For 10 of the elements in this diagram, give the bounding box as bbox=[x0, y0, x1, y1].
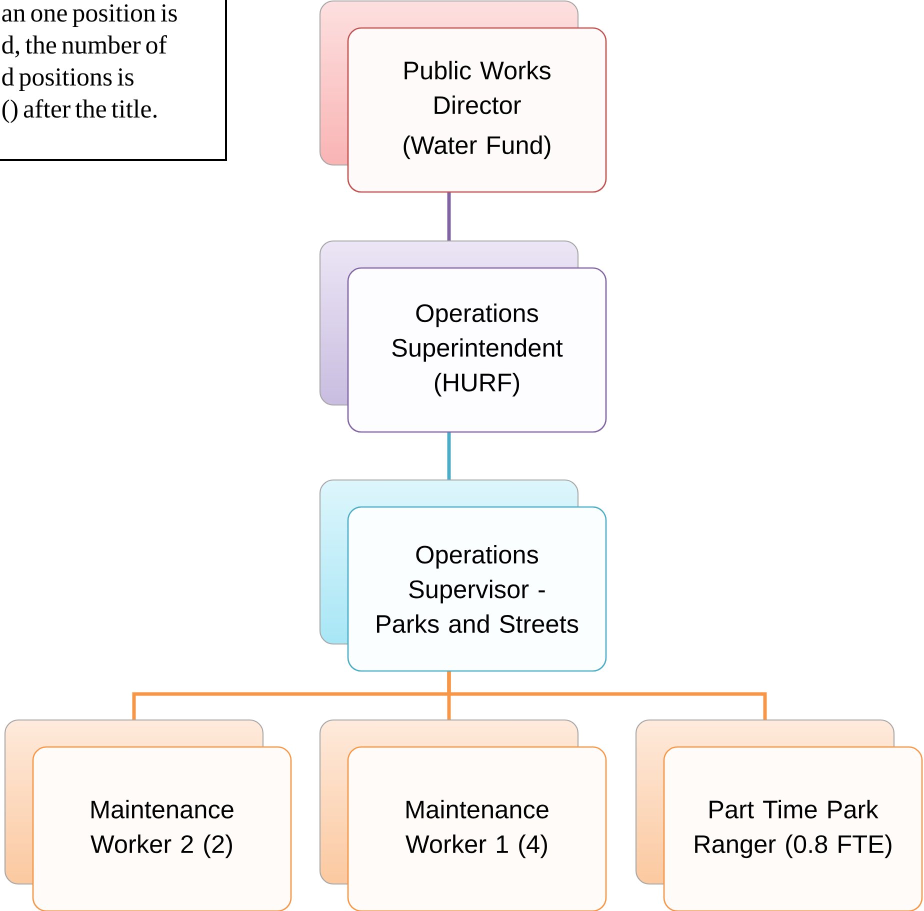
position-box: Part Time Park Ranger (0.8 FTE) bbox=[635, 719, 923, 911]
position-box: Maintenance Worker 1 (4) bbox=[319, 719, 607, 911]
connector-line bbox=[447, 671, 767, 720]
note-box: an one position is d, the number of d positions is () after the title. bbox=[0, 0, 227, 161]
position-box: Operations Supervisor - Parks and Streets bbox=[319, 479, 607, 672]
position-box: Maintenance Worker 2 (2) bbox=[4, 719, 292, 911]
connector-line bbox=[447, 192, 451, 241]
connector-line bbox=[447, 432, 451, 480]
position-box: Operations Superintendent (HURF) bbox=[319, 240, 607, 433]
position-box: Public Works Director (Water Fund) bbox=[319, 0, 607, 193]
